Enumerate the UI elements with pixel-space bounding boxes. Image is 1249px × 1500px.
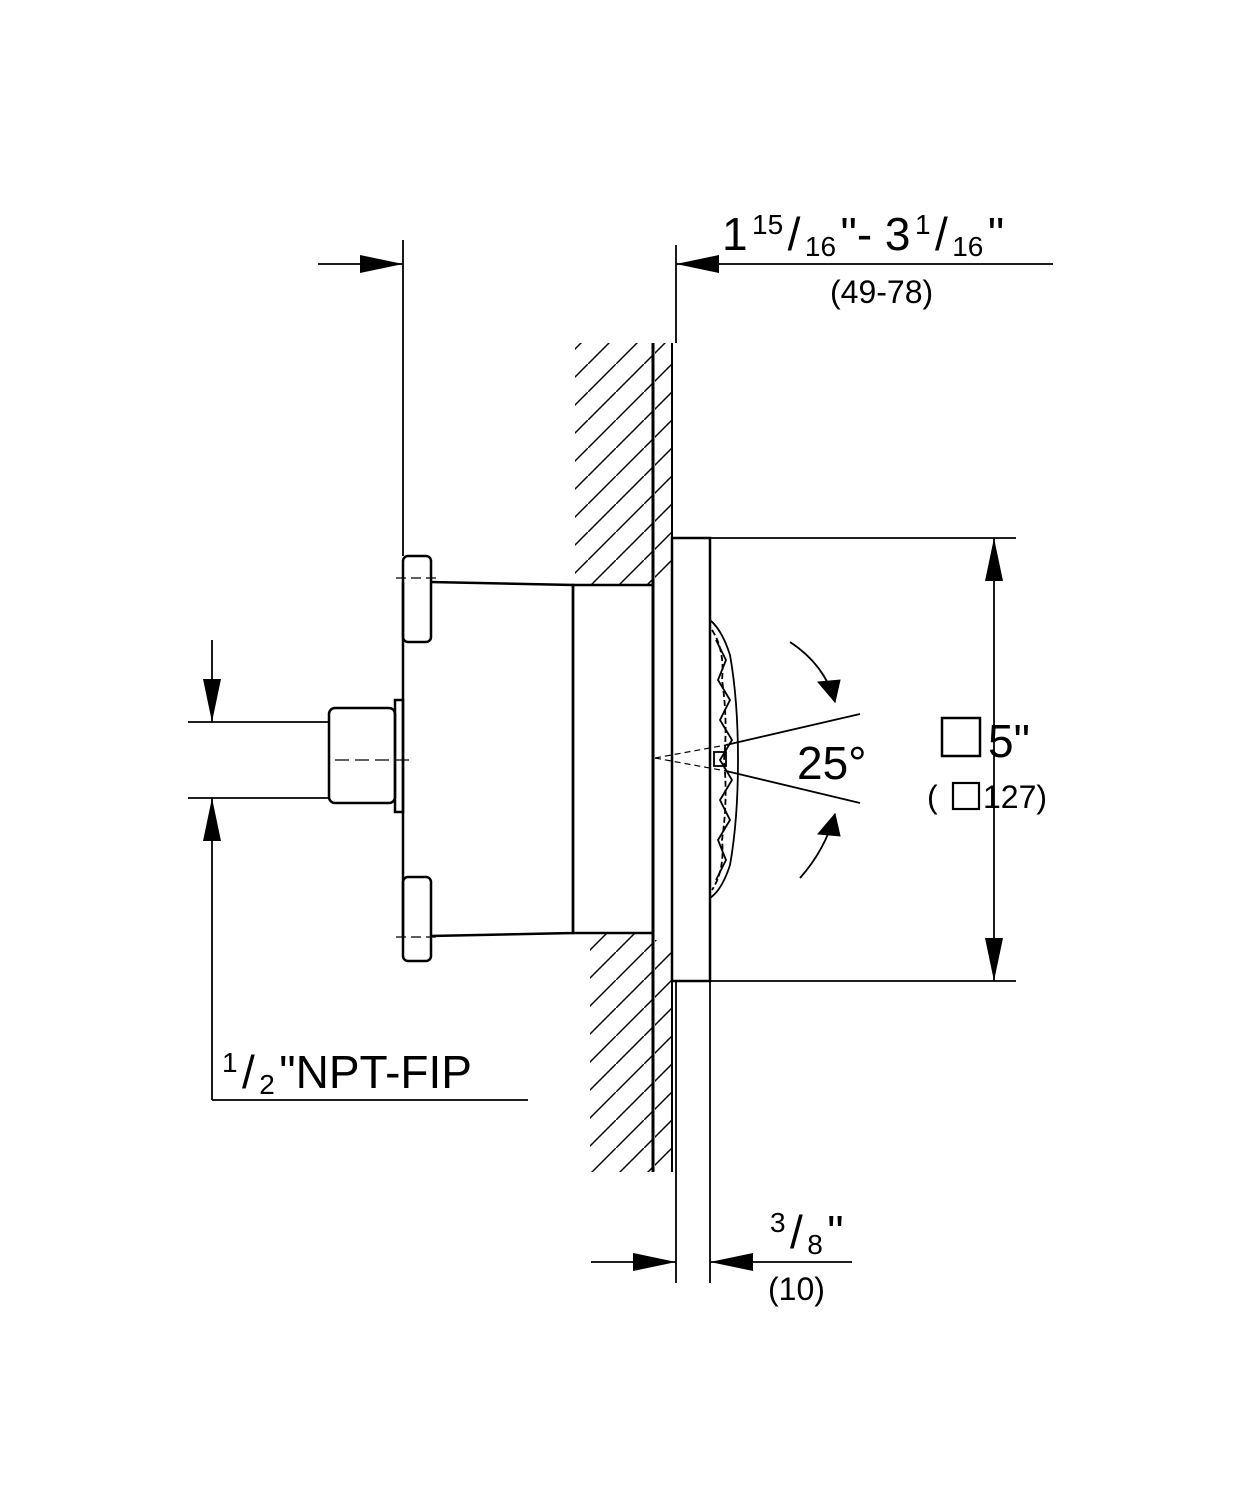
dimension-plate-size bbox=[710, 537, 1016, 982]
wall-range-metric: (49-78) bbox=[830, 274, 933, 310]
face-plate bbox=[670, 245, 712, 1283]
mounting-lug-top bbox=[401, 554, 433, 644]
plate-thickness-metric: (10) bbox=[768, 1271, 825, 1307]
spray-cone bbox=[654, 641, 861, 879]
plate-size-metric: 127) bbox=[983, 779, 1047, 815]
fraction-slash: / bbox=[935, 208, 948, 260]
connection-label: 1 / 2 "NPT-FIP bbox=[222, 1046, 472, 1100]
plate-thickness-label: 3 / 8 " bbox=[770, 1206, 844, 1260]
inlet-connection bbox=[327, 706, 397, 805]
dimension-plate-thickness bbox=[591, 1253, 852, 1271]
fraction-slash: / bbox=[242, 1046, 255, 1098]
fraction-slash: / bbox=[790, 1206, 803, 1258]
dimension-wall-range bbox=[318, 240, 1053, 556]
spray-angle-label: 25° bbox=[797, 737, 867, 789]
spray-head bbox=[709, 619, 739, 899]
wall-section bbox=[575, 343, 673, 1172]
square-symbol-icon bbox=[940, 716, 982, 758]
valve-body bbox=[327, 554, 655, 963]
mounting-lug-bottom bbox=[401, 875, 433, 963]
wall-range-label: 1 15 / 16 "- 3 1 / 16 " bbox=[722, 208, 1004, 262]
fraction-slash: / bbox=[788, 208, 801, 260]
plate-size-metric-open: ( bbox=[927, 779, 938, 815]
dimension-connection bbox=[188, 640, 528, 1101]
plate-size-label: 5" bbox=[988, 715, 1030, 767]
square-symbol-small-icon bbox=[951, 781, 981, 811]
